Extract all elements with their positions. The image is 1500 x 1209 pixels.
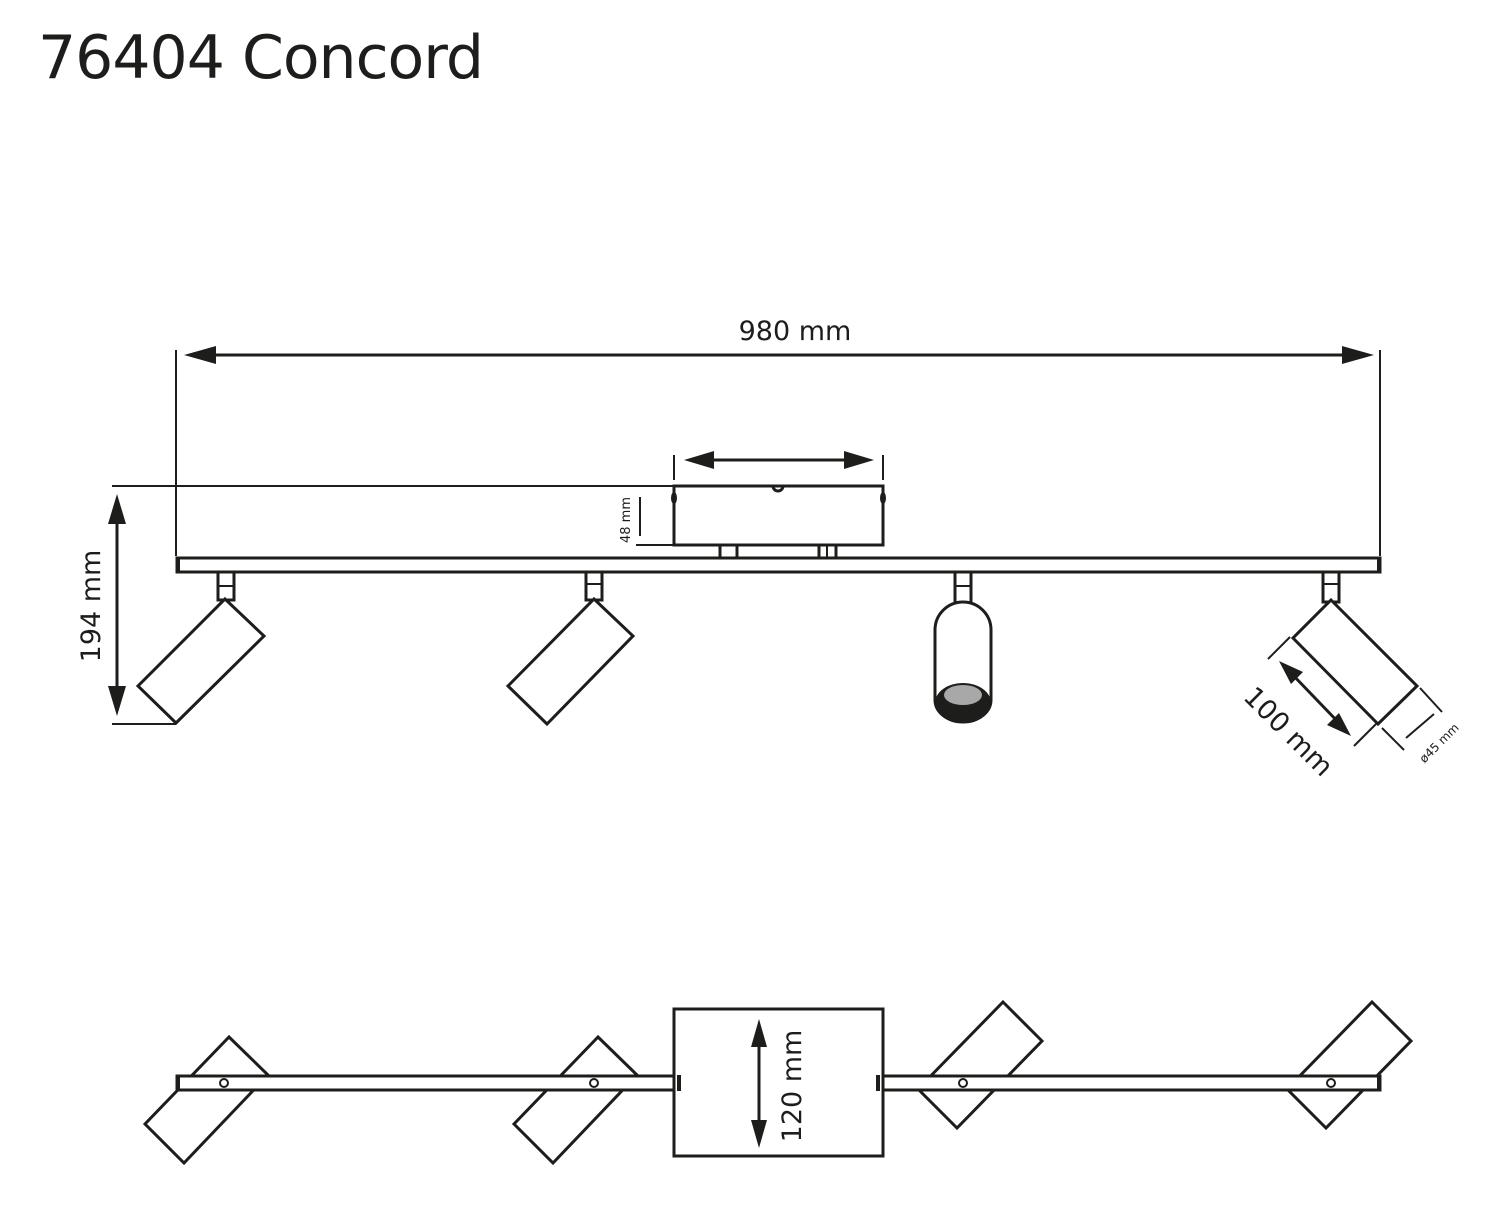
plan-canopy-connector-right bbox=[876, 1075, 880, 1091]
front-elevation-view: 980 mm 194 mm 48 mm bbox=[76, 316, 1462, 783]
arrow-down-icon bbox=[1327, 713, 1351, 736]
canopy-width-dimension bbox=[673, 451, 884, 480]
canopy-cap-left bbox=[671, 492, 677, 504]
plan-spot-pivot bbox=[958, 1078, 968, 1088]
extension-line bbox=[1267, 636, 1291, 660]
plan-rail-right bbox=[878, 1074, 1382, 1092]
canopy-height-dimension: 48 mm bbox=[619, 497, 674, 546]
mounting-rail bbox=[175, 556, 1382, 574]
plan-spot-head-2 bbox=[511, 1034, 640, 1166]
arrow-left-icon bbox=[684, 451, 714, 469]
overall-length-label: 980 mm bbox=[739, 316, 852, 347]
spot-head bbox=[135, 596, 267, 726]
arrow-right-icon bbox=[844, 451, 874, 469]
spot-head bbox=[1290, 597, 1420, 727]
dimension-line bbox=[1288, 670, 1342, 726]
spot-diameter-label: ø45 mm bbox=[1417, 721, 1462, 766]
spotlight-2 bbox=[505, 570, 636, 727]
canopy-body bbox=[672, 484, 885, 547]
overall-height-dimension: 194 mm bbox=[76, 485, 674, 725]
canopy-mount-left bbox=[718, 543, 739, 560]
spot-arm bbox=[1321, 570, 1341, 604]
rail-end-left bbox=[176, 558, 180, 572]
spot-lens bbox=[944, 685, 982, 705]
arrow-up-icon bbox=[751, 1019, 767, 1047]
rail-end-right bbox=[1377, 1076, 1381, 1090]
plan-spot-pivot bbox=[589, 1078, 599, 1088]
plan-spot-head-3 bbox=[915, 999, 1045, 1131]
top-plan-view: 120 mm bbox=[142, 999, 1414, 1166]
canopy-width-label: 120 mm bbox=[777, 1030, 808, 1143]
spot-length-label: 100 mm bbox=[1237, 681, 1339, 783]
overall-height-label: 194 mm bbox=[76, 550, 107, 663]
arrow-left-icon bbox=[184, 346, 216, 364]
spotlight-3 bbox=[933, 570, 993, 724]
plan-canopy-connector-left bbox=[677, 1075, 681, 1091]
plan-spot-pivot bbox=[1326, 1078, 1336, 1088]
plan-rail-left bbox=[175, 1074, 679, 1092]
plan-canopy bbox=[672, 1007, 885, 1158]
spot-arm bbox=[584, 570, 604, 602]
arrow-up-icon bbox=[108, 494, 126, 524]
arrow-down-icon bbox=[108, 686, 126, 716]
spot-arm bbox=[953, 570, 973, 606]
spotlight-4 bbox=[1290, 570, 1420, 727]
page-title: 76404 Concord bbox=[38, 23, 484, 93]
plan-spot-pivot bbox=[219, 1078, 229, 1088]
dimension-line bbox=[1405, 713, 1435, 739]
arrow-up-icon bbox=[1279, 661, 1303, 684]
arrow-right-icon bbox=[1342, 346, 1374, 364]
plan-spot-head-4 bbox=[1284, 999, 1414, 1131]
canopy-cap-right bbox=[880, 492, 886, 504]
canopy-screw bbox=[771, 485, 785, 493]
plan-spot-head-1 bbox=[142, 1034, 271, 1166]
extension-line bbox=[1419, 687, 1443, 713]
overall-length-dimension: 980 mm bbox=[175, 316, 1381, 556]
extension-line bbox=[1353, 723, 1377, 747]
rail-end-right bbox=[1377, 558, 1381, 572]
rail-end-left bbox=[176, 1076, 180, 1090]
canopy-width-plan-dimension: 120 mm bbox=[751, 1019, 808, 1148]
spot-head bbox=[505, 596, 636, 727]
canopy-height-label: 48 mm bbox=[619, 497, 634, 543]
spotlight-1 bbox=[135, 570, 267, 726]
extension-line bbox=[1381, 727, 1405, 751]
arrow-down-icon bbox=[751, 1120, 767, 1148]
canopy bbox=[671, 484, 886, 560]
